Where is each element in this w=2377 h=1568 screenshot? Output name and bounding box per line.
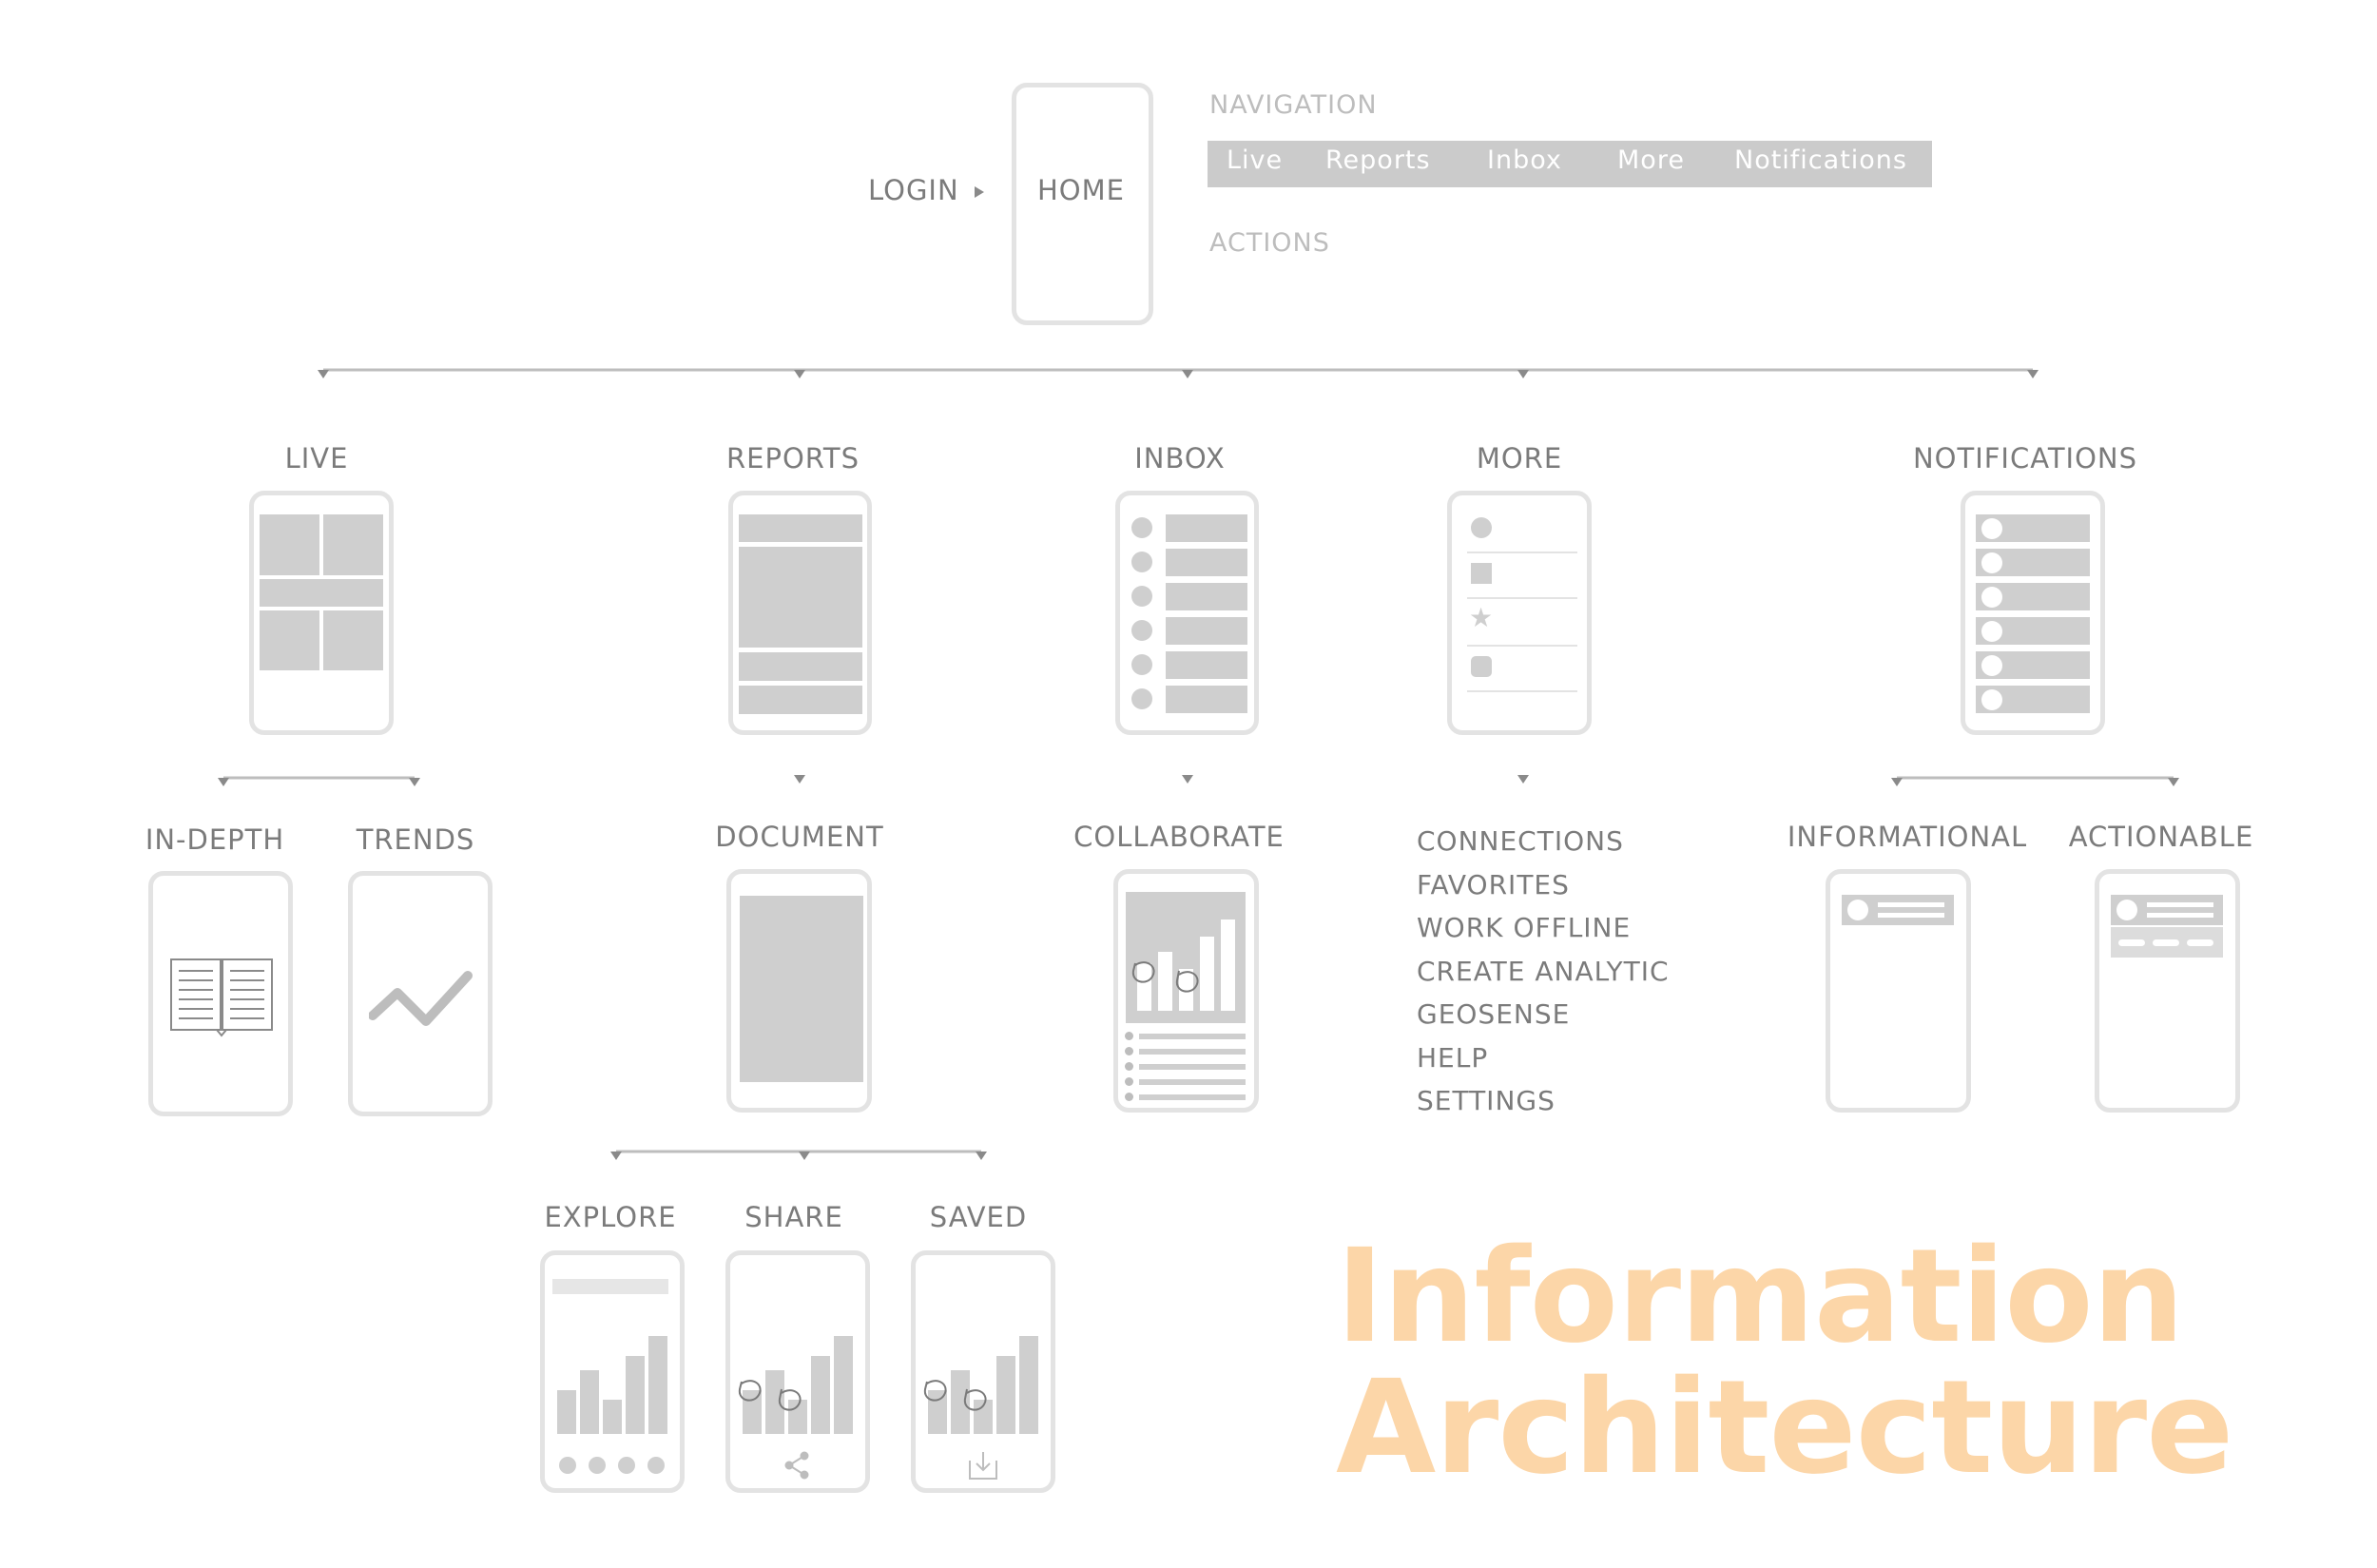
more-screen: ★ xyxy=(1447,491,1592,735)
menu-item-favorites: FAVORITES xyxy=(1417,868,1570,900)
actions-label: ACTIONS xyxy=(1209,228,1330,258)
annotation-circles-icon xyxy=(1131,961,1199,993)
section-label-more: MORE xyxy=(1476,442,1563,474)
title-line-2: Architecture xyxy=(1336,1353,2233,1503)
section-label-notifications: NOTIFICATIONS xyxy=(1912,442,2138,474)
diagram-title: Information Architecture xyxy=(1336,1222,2233,1503)
saved-screen xyxy=(911,1250,1055,1493)
nav-item-live: Live xyxy=(1227,145,1284,175)
section-label-inbox: INBOX xyxy=(1134,442,1226,474)
in-depth-screen xyxy=(148,871,293,1116)
star-icon: ★ xyxy=(1469,602,1494,633)
annotation-circles-icon xyxy=(923,1380,987,1411)
menu-item-help: HELP xyxy=(1417,1041,1489,1074)
nav-item-reports: Reports xyxy=(1325,145,1431,175)
home-label: HOME xyxy=(1037,174,1125,206)
trends-screen xyxy=(348,871,493,1116)
book-icon xyxy=(170,958,273,1037)
login-label: LOGIN xyxy=(868,174,959,206)
sub-label-document: DOCUMENT xyxy=(715,821,884,853)
doc-label-saved: SAVED xyxy=(929,1201,1028,1233)
trend-line-icon xyxy=(369,971,473,1026)
sub-label-trends: TRENDS xyxy=(356,823,475,856)
live-screen xyxy=(249,491,394,735)
menu-item-work-offline: WORK OFFLINE xyxy=(1417,912,1632,943)
reports-screen xyxy=(728,491,872,735)
inbox-screen xyxy=(1115,491,1259,735)
nav-item-inbox: Inbox xyxy=(1487,145,1562,175)
nav-item-more: More xyxy=(1617,145,1685,175)
navigation-label: NAVIGATION xyxy=(1209,90,1378,120)
menu-item-connections: CONNECTIONS xyxy=(1417,825,1624,857)
menu-item-create-analytic: CREATE ANALYTIC xyxy=(1417,955,1670,987)
download-icon xyxy=(969,1452,997,1480)
menu-item-geosense: GEOSENSE xyxy=(1417,998,1571,1030)
section-label-live: LIVE xyxy=(284,442,349,474)
menu-item-settings: SETTINGS xyxy=(1417,1085,1556,1116)
doc-label-explore: EXPLORE xyxy=(544,1201,677,1233)
title-line-1: Information xyxy=(1336,1222,2184,1372)
sub-label-informational: INFORMATIONAL xyxy=(1787,821,2028,853)
home-screen xyxy=(1012,83,1153,325)
explore-screen xyxy=(540,1250,685,1493)
informational-screen xyxy=(1826,869,1971,1113)
share-icon xyxy=(784,1451,809,1480)
annotation-circles-icon xyxy=(738,1380,802,1411)
nav-item-notifications: Notifications xyxy=(1734,145,1907,175)
doc-label-share: SHARE xyxy=(744,1201,843,1233)
notifications-screen xyxy=(1961,491,2105,735)
more-menu-list: CONNECTIONS FAVORITES WORK OFFLINE CREAT… xyxy=(1417,820,1670,1123)
section-label-reports: REPORTS xyxy=(726,442,860,474)
sub-label-collaborate: COLLABORATE xyxy=(1073,821,1285,853)
navigation-bar: Live Reports Inbox More Notifications xyxy=(1208,141,1932,187)
sub-label-actionable: ACTIONABLE xyxy=(2068,821,2254,853)
share-screen xyxy=(725,1250,870,1493)
collaborate-screen xyxy=(1113,869,1259,1113)
document-screen xyxy=(726,869,872,1113)
actionable-screen xyxy=(2095,869,2240,1113)
sub-label-in-depth: IN-DEPTH xyxy=(145,823,285,856)
